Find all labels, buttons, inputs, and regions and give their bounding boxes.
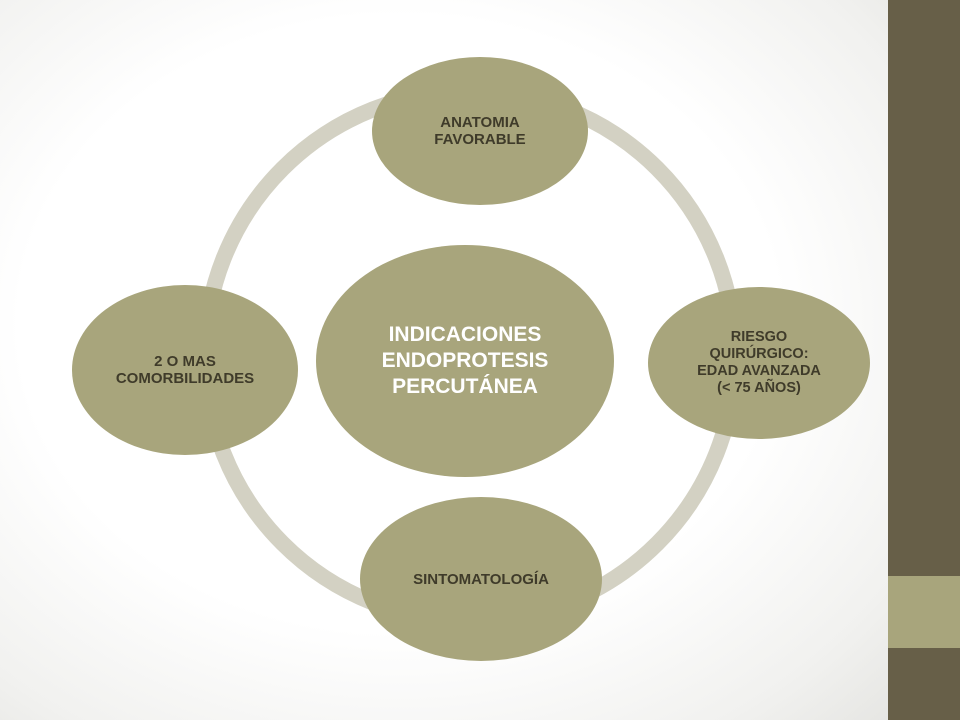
node-riesgo-quirurgico: RIESGO QUIRÚRGICO: EDAD AVANZADA (< 75 A… xyxy=(648,287,870,439)
node-sintomatologia-label: SINTOMATOLOGÍA xyxy=(413,570,549,588)
node-sintomatologia: SINTOMATOLOGÍA xyxy=(360,497,602,661)
node-anatomia-favorable: ANATOMIA FAVORABLE xyxy=(372,57,588,205)
node-comorbilidades-label: 2 O MAS COMORBILIDADES xyxy=(115,353,255,387)
node-comorbilidades: 2 O MAS COMORBILIDADES xyxy=(72,285,298,455)
slide-side-accent xyxy=(888,576,960,648)
center-node: INDICACIONES ENDOPROTESIS PERCUTÁNEA xyxy=(316,245,614,477)
node-anatomia-favorable-label: ANATOMIA FAVORABLE xyxy=(434,114,526,148)
node-riesgo-quirurgico-label: RIESGO QUIRÚRGICO: EDAD AVANZADA (< 75 A… xyxy=(697,329,821,396)
center-node-label: INDICACIONES ENDOPROTESIS PERCUTÁNEA xyxy=(381,323,549,398)
